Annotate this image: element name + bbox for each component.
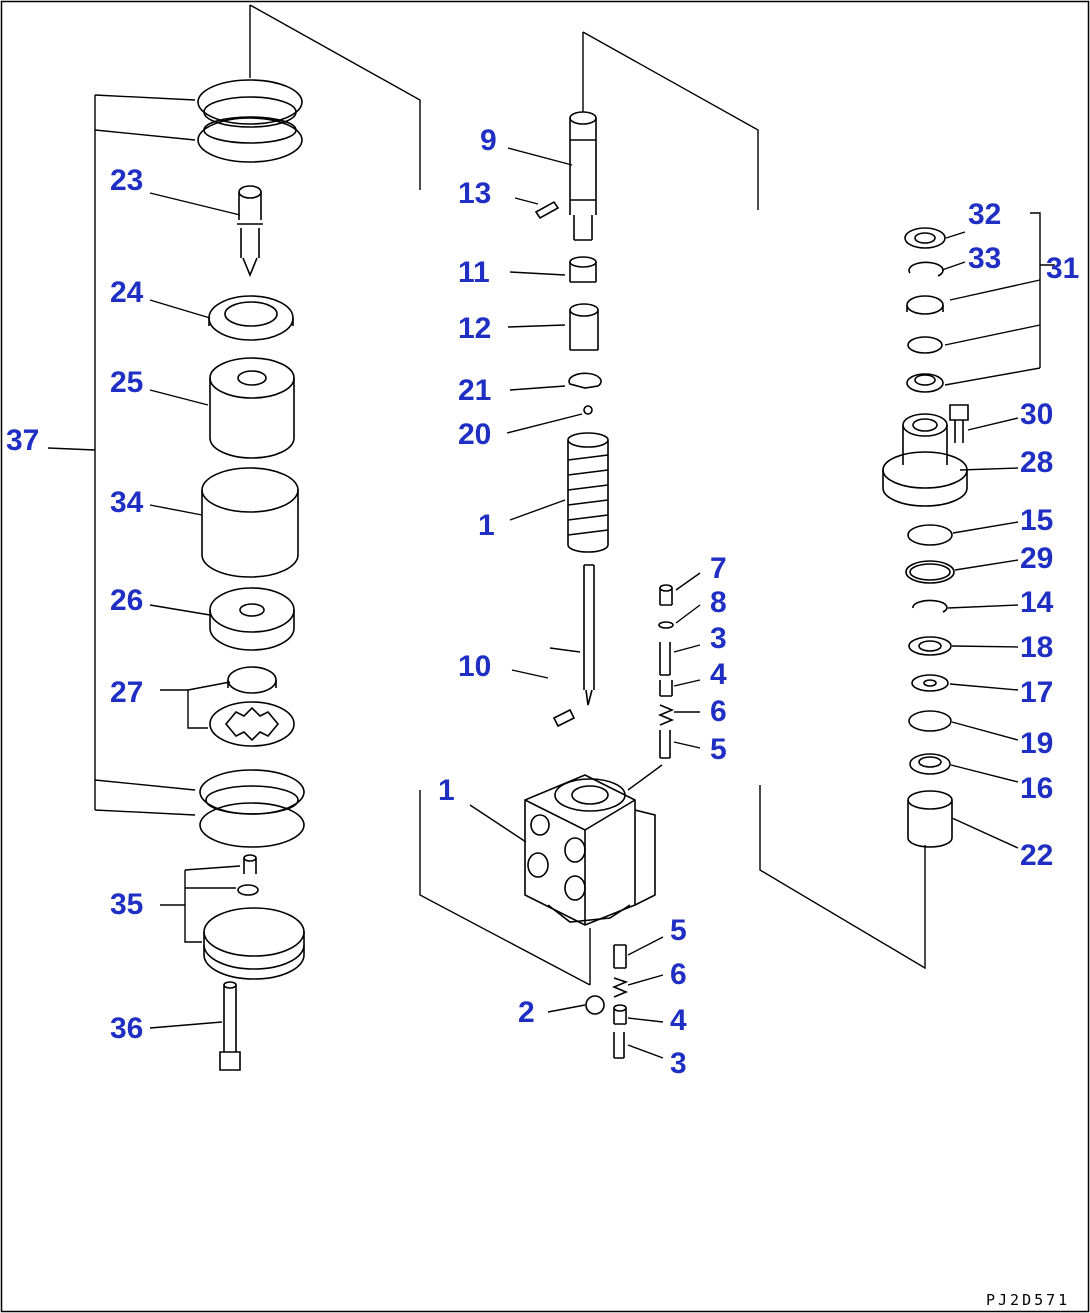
label-35: 35 <box>110 888 143 921</box>
leader-lines <box>149 147 1019 1059</box>
label-19: 19 <box>1020 727 1053 760</box>
label-33: 33 <box>968 242 1001 275</box>
label-5-lower: 5 <box>670 914 687 947</box>
label-4-upper: 4 <box>710 658 727 691</box>
center-assembly <box>419 31 926 1059</box>
label-21: 21 <box>458 374 491 407</box>
label-16: 16 <box>1020 772 1053 805</box>
label-7: 7 <box>710 552 727 585</box>
label-30: 30 <box>1020 398 1053 431</box>
label-11: 11 <box>458 256 490 289</box>
label-3-lower: 3 <box>670 1047 687 1080</box>
label-24: 24 <box>110 276 144 309</box>
label-13: 13 <box>458 177 491 210</box>
label-12: 12 <box>458 312 491 345</box>
label-2: 2 <box>518 996 535 1029</box>
label-20: 20 <box>458 418 491 451</box>
label-5-upper: 5 <box>710 733 727 766</box>
label-25: 25 <box>110 366 143 399</box>
label-36: 36 <box>110 1012 143 1045</box>
label-1-housing: 1 <box>438 774 455 807</box>
label-6-lower: 6 <box>670 958 687 991</box>
drawing-code: PJ2D571 <box>986 1291 1070 1309</box>
label-8: 8 <box>710 586 727 619</box>
part-number-labels: 9 13 11 12 21 20 1 10 1 2 7 8 3 4 6 5 5 … <box>6 124 1079 1080</box>
label-28: 28 <box>1020 446 1053 479</box>
label-18: 18 <box>1020 631 1053 664</box>
label-32: 32 <box>968 198 1001 231</box>
label-26: 26 <box>110 584 143 617</box>
label-1-spring: 1 <box>478 509 495 542</box>
label-34: 34 <box>110 486 144 519</box>
label-29: 29 <box>1020 542 1053 575</box>
left-assembly <box>47 4 421 1071</box>
label-9: 9 <box>480 124 497 157</box>
label-3-upper: 3 <box>710 622 727 655</box>
label-37: 37 <box>6 424 39 457</box>
label-27: 27 <box>110 676 143 709</box>
label-31: 31 <box>1046 252 1079 285</box>
label-23: 23 <box>110 164 143 197</box>
label-6-upper: 6 <box>710 695 727 728</box>
label-17: 17 <box>1020 676 1053 709</box>
label-22: 22 <box>1020 839 1053 872</box>
label-10: 10 <box>458 650 491 683</box>
label-14: 14 <box>1020 586 1054 619</box>
right-assembly <box>882 212 1055 848</box>
label-15: 15 <box>1020 504 1053 537</box>
label-4-lower: 4 <box>670 1004 687 1037</box>
